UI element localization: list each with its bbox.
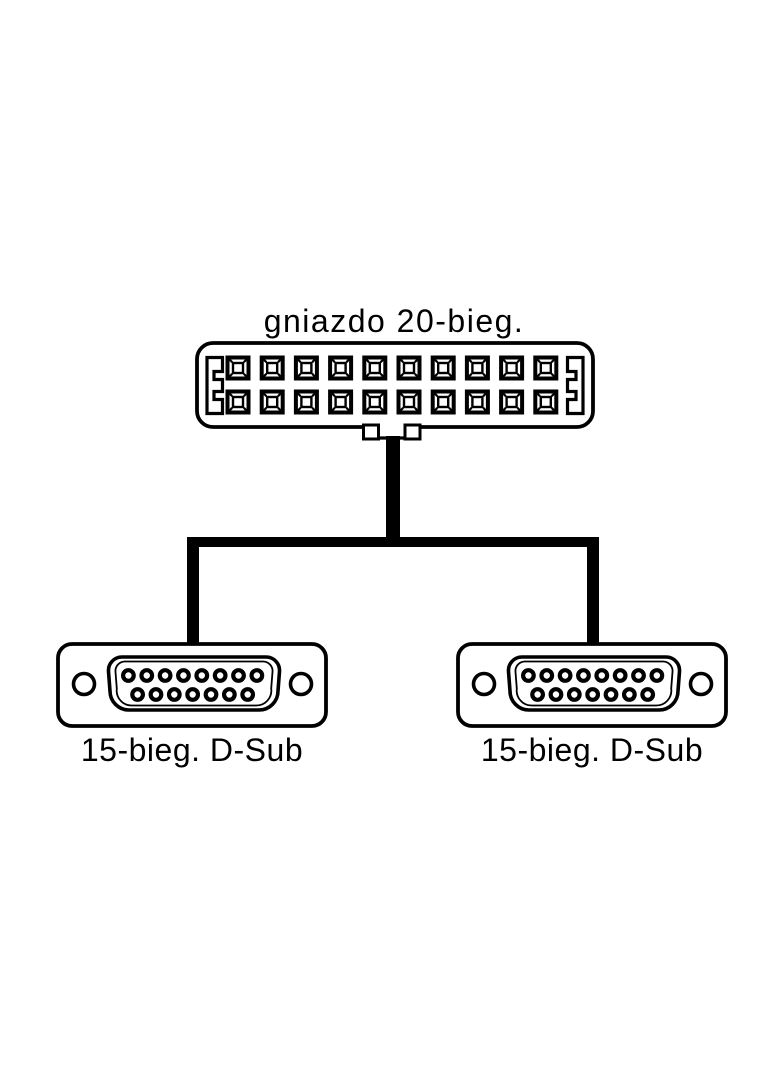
cable-crossbar xyxy=(187,537,599,547)
dsub-pin xyxy=(566,687,582,702)
left-dsub-pins xyxy=(120,668,265,702)
top-connector-20pin xyxy=(195,341,595,441)
dsub-pin xyxy=(185,687,201,702)
top-connector-left-latch xyxy=(205,355,225,416)
dsub-pin xyxy=(631,668,646,683)
dsub-pin xyxy=(157,668,173,683)
top-connector-label: gniazdo 20-bieg. xyxy=(264,303,525,339)
socket-pin xyxy=(362,389,388,415)
right-dsub-shell-inner xyxy=(514,660,674,707)
socket-pin xyxy=(293,389,319,415)
socket-pin xyxy=(293,355,319,381)
dsub-pin xyxy=(585,687,601,702)
socket-pin xyxy=(259,355,285,381)
right-dsub-connector xyxy=(456,642,728,728)
socket-pin xyxy=(396,355,422,381)
socket-pin xyxy=(328,389,354,415)
dsub-pin xyxy=(166,687,182,702)
cable-outlet-tab-right xyxy=(403,423,422,441)
socket-pin xyxy=(430,355,456,381)
right-dsub-label: 15-bieg. D-Sub xyxy=(481,732,703,768)
cable-branch-right xyxy=(587,537,599,648)
dsub-pin xyxy=(621,687,637,702)
dsub-pin xyxy=(548,687,564,702)
left-dsub-mounting-hole-right xyxy=(288,671,314,697)
dsub-pin xyxy=(640,687,656,702)
dsub-pin xyxy=(176,668,191,683)
dsub-pin xyxy=(612,668,628,683)
dsub-pin xyxy=(530,687,545,702)
left-dsub-connector xyxy=(56,642,328,728)
dsub-pin xyxy=(539,668,555,683)
socket-pin xyxy=(464,355,490,381)
socket-pin xyxy=(464,389,490,415)
left-dsub-shell-outer xyxy=(106,655,282,712)
socket-pin xyxy=(396,389,422,415)
right-dsub-mounting-hole-left xyxy=(471,671,497,697)
socket-pin xyxy=(430,389,456,415)
cable-trunk xyxy=(386,436,400,547)
socket-pin xyxy=(362,355,388,381)
dsub-pin xyxy=(203,687,219,702)
top-connector-outlet-gap xyxy=(365,423,419,429)
right-dsub-mounting-hole-right xyxy=(688,671,714,697)
socket-pin xyxy=(328,355,354,381)
dsub-pin xyxy=(521,668,536,683)
dsub-pin xyxy=(594,668,610,683)
socket-pin xyxy=(225,355,251,381)
dsub-pin xyxy=(194,668,210,683)
socket-pin xyxy=(259,389,285,415)
dsub-pin xyxy=(603,687,619,702)
dsub-pin xyxy=(221,687,237,702)
dsub-pin xyxy=(557,668,573,683)
socket-pin xyxy=(533,355,559,381)
dsub-pin xyxy=(130,687,146,702)
y-cable xyxy=(187,436,599,648)
cable-outlet-tab-left xyxy=(362,423,380,441)
dsub-pin xyxy=(212,668,228,683)
left-dsub-mounting-hole-left xyxy=(71,671,97,697)
dsub-pin xyxy=(139,668,155,683)
dsub-pin xyxy=(240,687,256,702)
dsub-pin xyxy=(120,668,136,683)
dsub-pin xyxy=(148,687,164,702)
right-dsub-shell-outer xyxy=(506,655,682,712)
dsub-pin xyxy=(649,668,665,683)
left-dsub-label: 15-bieg. D-Sub xyxy=(81,732,303,768)
cable-branch-left xyxy=(187,537,199,648)
dsub-pin xyxy=(231,668,246,683)
socket-pin xyxy=(533,389,559,415)
dsub-pin xyxy=(576,668,591,683)
right-dsub-pins xyxy=(521,668,665,702)
top-connector-right-latch xyxy=(565,355,585,416)
left-dsub-shell-inner xyxy=(114,660,274,707)
top-connector-pins xyxy=(225,355,559,415)
socket-pin xyxy=(499,355,525,381)
socket-pin xyxy=(225,389,251,415)
dsub-pin xyxy=(249,668,265,683)
socket-pin xyxy=(499,389,525,415)
